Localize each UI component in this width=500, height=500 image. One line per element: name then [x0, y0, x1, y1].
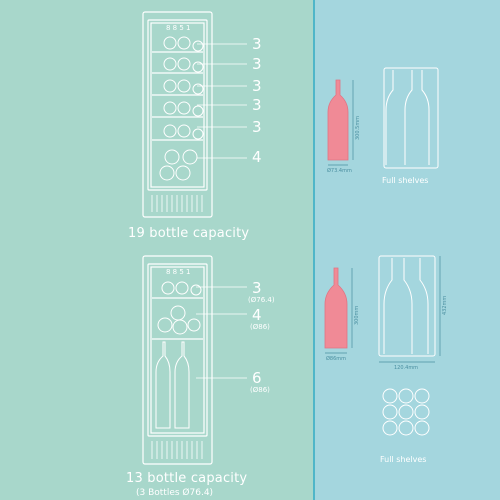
svg-text:8 8 5 1: 8 8 5 1 [166, 24, 191, 32]
bottle-dimensions-panel [315, 0, 500, 500]
column-width-bottom: 120.4mm [394, 365, 419, 371]
bottle-height-bottom: 300mm [354, 305, 360, 325]
shelf-count-13-3: 6 [252, 369, 262, 387]
bottle-profile-top [327, 79, 354, 166]
column-height-bottom: 432mm [442, 295, 448, 315]
shelf-diameter-13-3: (Ø86) [250, 386, 270, 394]
panel-divider [313, 0, 315, 500]
bottle-diameter-top: Ø73.4mm [327, 168, 352, 174]
bottle-ends-grid [382, 388, 430, 436]
bottle-height-top: 300.5mm [355, 115, 361, 140]
shelf-count-19-1: 3 [252, 35, 262, 53]
full-shelves-label-bottom: Full shelves [380, 455, 427, 464]
fridge-13-illustration: 8 8 5 1 [142, 255, 247, 465]
shelf-diameter-13-1: (Ø76.4) [248, 296, 275, 304]
capacity-caption-13: 13 bottle capacity [126, 471, 248, 486]
full-shelves-top-view [383, 67, 439, 169]
svg-text:8 8 5 1: 8 8 5 1 [166, 268, 191, 276]
full-shelves-bottom-view [378, 255, 441, 363]
shelf-count-19-6: 4 [252, 148, 262, 166]
shelf-count-19-4: 3 [252, 96, 262, 114]
shelf-count-19-3: 3 [252, 77, 262, 95]
shelf-count-19-2: 3 [252, 55, 262, 73]
bottle-diameter-bottom: Ø86mm [326, 356, 347, 362]
capacity-caption-19: 19 bottle capacity [128, 226, 250, 241]
capacity-caption-13-note: (3 Bottles Ø76.4) [136, 488, 214, 498]
full-shelves-label-top: Full shelves [382, 176, 429, 185]
shelf-count-13-1: 3 [252, 279, 262, 297]
bottle-profile-bottom [324, 267, 353, 354]
shelf-count-19-5: 3 [252, 118, 262, 136]
shelf-count-13-2: 4 [252, 306, 262, 324]
fridge-19-illustration: 8 8 5 1 [142, 11, 247, 218]
shelf-diameter-13-2: (Ø86) [250, 323, 270, 331]
